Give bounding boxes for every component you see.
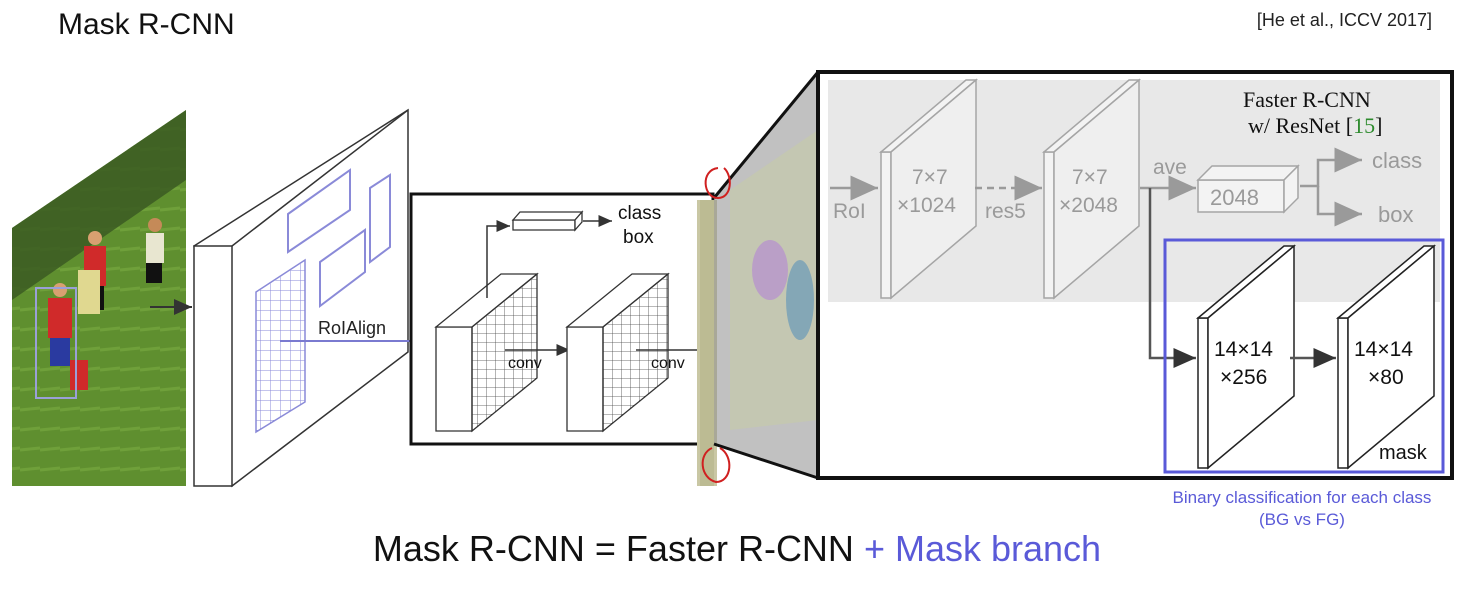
equation-accent: + Mask branch	[863, 528, 1102, 569]
fc-block	[511, 210, 584, 232]
player-figures	[48, 218, 164, 390]
mask-branch-arrow	[1148, 188, 1196, 368]
equation-prefix: Mask R-CNN = Faster R-CNN	[372, 528, 854, 569]
conv-label-2: conv	[651, 355, 685, 372]
slide-title: Mask R-CNN	[58, 8, 235, 41]
head-class-label: class	[618, 203, 661, 224]
summary-equation: Mask R-CNN = Faster R-CNN + Mask branch	[0, 528, 1474, 570]
roi-label: RoI	[833, 200, 866, 223]
class-output-arrow	[1300, 147, 1362, 188]
block1-channels: ×1024	[897, 194, 956, 217]
res-block-1024	[878, 78, 979, 300]
feature-map-volume	[193, 108, 409, 488]
citation: [He et al., ICCV 2017]	[1256, 10, 1432, 30]
red-annotation-top	[704, 167, 731, 200]
arrow-to-fc	[486, 220, 510, 298]
block1-size: 7×7	[912, 166, 948, 189]
mask1-size: 14×14	[1214, 338, 1273, 361]
mask2-size: 14×14	[1354, 338, 1413, 361]
block2-size: 7×7	[1072, 166, 1108, 189]
binary-note-line1: Binary classification for each class	[1172, 488, 1432, 507]
mask1-channels: ×256	[1220, 366, 1267, 389]
conv-label-1: conv	[508, 355, 542, 372]
faster-rcnn-subtitle: w/ ResNet [15]	[1248, 113, 1382, 138]
mask-label: mask	[1379, 442, 1428, 464]
fc-2048-box	[1196, 164, 1300, 214]
mask2-channels: ×80	[1368, 366, 1404, 389]
binary-classification-note: Binary classification for each class (BG…	[1132, 487, 1472, 531]
box-output-arrow	[1316, 186, 1362, 227]
roialign-label: RoIAlign	[318, 318, 386, 338]
res5-label: res5	[985, 200, 1026, 223]
detail-class-label: class	[1372, 148, 1422, 173]
red-annotation-bottom	[701, 447, 731, 484]
mask-output-strip	[697, 200, 717, 486]
fc-2048-label: 2048	[1210, 185, 1259, 210]
conv-feature-block	[565, 272, 670, 433]
detail-box-label: box	[1378, 202, 1413, 227]
ave-label: ave	[1153, 156, 1187, 179]
input-image	[12, 110, 186, 486]
mask-block-256	[1195, 244, 1297, 470]
roi-feature-block	[434, 272, 539, 433]
block2-channels: ×2048	[1059, 194, 1118, 217]
mask-branch-frame	[1163, 238, 1445, 474]
head-box-label: box	[623, 227, 654, 248]
binary-note-line2: (BG vs FG)	[1259, 510, 1345, 529]
mask-block-80	[1335, 244, 1437, 470]
faster-rcnn-title: Faster R-CNN	[1243, 87, 1371, 112]
res-block-2048	[1041, 78, 1142, 300]
